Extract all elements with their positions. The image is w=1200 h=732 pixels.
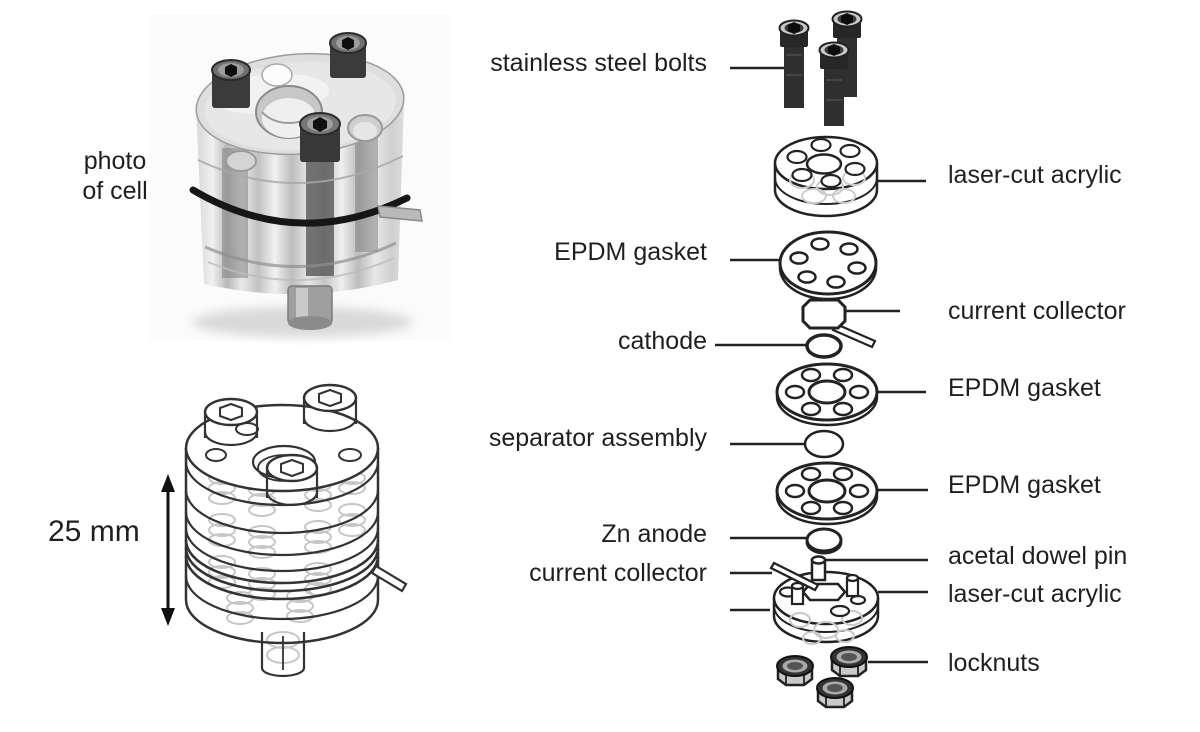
photo-bolt-left	[211, 59, 251, 108]
separator-drawing	[803, 429, 845, 459]
drawing-bolt-front	[265, 453, 319, 507]
photo-current-collector-tab	[377, 205, 423, 222]
photo-bolt-back	[329, 32, 367, 78]
label-cathode: cathode	[618, 327, 707, 355]
cathode-drawing	[805, 333, 843, 359]
cell-drawing	[184, 383, 408, 678]
locknuts-drawing	[776, 646, 868, 709]
gasket-mid-drawing	[775, 362, 879, 427]
drawing-bottom-stub	[260, 632, 306, 678]
collector-bottom-drawing	[769, 561, 820, 592]
photo-label-line1: photo	[83, 147, 147, 175]
label-locknuts: locknuts	[948, 649, 1040, 677]
dowel-pin-drawing	[810, 555, 827, 582]
anode-drawing	[805, 527, 843, 555]
label-acrylic-top: laser-cut acrylic	[948, 161, 1122, 189]
label-gasket-bottom: EPDM gasket	[948, 471, 1101, 499]
scale-arrow	[161, 474, 175, 626]
drawing-bolt-right	[302, 383, 358, 433]
gasket-top-drawing	[778, 230, 878, 301]
cell-photo	[150, 14, 450, 340]
label-gasket-top: EPDM gasket	[554, 238, 707, 266]
label-dowel-pin: acetal dowel pin	[948, 542, 1128, 570]
bolts-drawing	[778, 10, 863, 126]
label-collector-top: current collector	[948, 297, 1126, 325]
acrylic-bottom-drawing	[769, 555, 880, 645]
label-collector-bottom: current collector	[529, 559, 707, 587]
photo-label-line2: of cell	[82, 177, 148, 205]
label-separator: separator assembly	[488, 424, 707, 452]
scale-label: 25 mm	[48, 515, 140, 548]
photo-bolt-front	[299, 112, 341, 162]
leader-lines	[715, 66, 928, 664]
drawing-top-plate	[184, 403, 380, 493]
label-anode: Zn anode	[601, 520, 707, 548]
bolt-sleeve-posts	[790, 573, 860, 606]
photo-fill-hole	[261, 63, 293, 87]
gasket-bottom-drawing	[775, 461, 879, 526]
collector-top-drawing	[801, 298, 877, 349]
photo-of-cell-label: photo of cell	[40, 146, 190, 206]
acrylic-top-drawing	[773, 135, 879, 218]
label-gasket-mid: EPDM gasket	[948, 374, 1101, 402]
drawing-bolt-left	[203, 397, 259, 447]
drawing-current-collector-tab	[370, 564, 408, 593]
label-bolts: stainless steel bolts	[490, 49, 707, 77]
label-acrylic-bottom: laser-cut acrylic	[948, 580, 1122, 608]
